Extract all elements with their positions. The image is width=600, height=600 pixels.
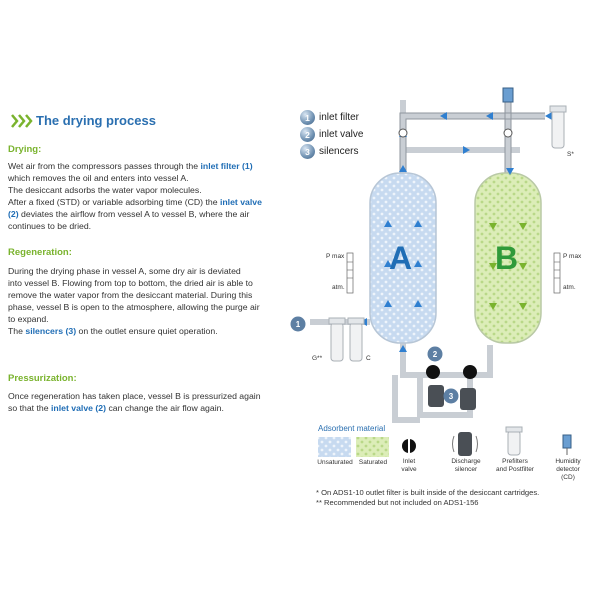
legend-unsaturated-swatch bbox=[318, 437, 351, 457]
chevron-icon bbox=[11, 114, 33, 128]
legend-saturated-swatch bbox=[356, 437, 389, 457]
atm-label-right: atm. bbox=[563, 284, 576, 291]
legend-filter-icon bbox=[505, 426, 523, 456]
vessel-a bbox=[369, 172, 437, 344]
label-g: G** bbox=[312, 355, 323, 362]
regeneration-text: During the drying phase in vessel A, som… bbox=[8, 266, 260, 336]
regeneration-heading: Regeneration: bbox=[8, 247, 72, 258]
legend-valve-icon bbox=[402, 439, 416, 453]
svg-text:2: 2 bbox=[433, 350, 438, 359]
page-title: The drying process bbox=[36, 113, 156, 128]
pmax-label-left: P max bbox=[326, 253, 345, 260]
pressure-gauge-right bbox=[553, 252, 561, 294]
vessel-b bbox=[474, 172, 542, 344]
key-silencers: 3 silencers bbox=[300, 144, 358, 159]
vessel-a-label: A bbox=[389, 240, 413, 276]
atm-label-left: atm. bbox=[332, 284, 345, 291]
badge-3-diagram: 3 bbox=[443, 388, 459, 404]
flow-arrows-b bbox=[489, 223, 527, 310]
badge-2-icon: 2 bbox=[300, 127, 315, 142]
badge-1-icon: 1 bbox=[300, 110, 315, 125]
legend-silencer-icon bbox=[452, 432, 478, 456]
badge-1-diagram: 1 bbox=[290, 316, 306, 332]
legend-unsaturated: Unsaturated bbox=[317, 459, 353, 466]
badge-2-diagram: 2 bbox=[427, 346, 443, 362]
pressurization-text: Once regeneration has taken place, vesse… bbox=[8, 391, 261, 413]
vessel-b-label: B bbox=[495, 240, 519, 276]
drying-heading: Drying: bbox=[8, 144, 42, 155]
humidity-detector-icon bbox=[502, 87, 514, 103]
svg-text:1: 1 bbox=[296, 320, 301, 329]
legend-saturated: Saturated bbox=[358, 459, 388, 466]
badge-3-icon: 3 bbox=[300, 144, 315, 159]
footnote-2: ** Recommended but not included on ADS1-… bbox=[316, 498, 479, 507]
key-inlet-valve: 2 inlet valve bbox=[300, 127, 363, 142]
pressure-gauge-left bbox=[346, 252, 354, 294]
legend-detector-icon bbox=[562, 434, 572, 455]
label-c: C bbox=[366, 355, 371, 362]
pmax-label-right: P max bbox=[563, 253, 582, 260]
legend-heading: Adsorbent material bbox=[318, 424, 386, 433]
pressurization-heading: Pressurization: bbox=[8, 373, 77, 384]
footnote-1: * On ADS1-10 outlet filter is built insi… bbox=[316, 488, 540, 497]
svg-text:3: 3 bbox=[449, 392, 454, 401]
drying-text: Wet air from the compressors passes thro… bbox=[8, 161, 262, 231]
key-inlet-filter: 1 inlet filter bbox=[300, 110, 359, 125]
flow-arrows-a bbox=[384, 130, 422, 352]
label-s: S* bbox=[567, 151, 574, 158]
